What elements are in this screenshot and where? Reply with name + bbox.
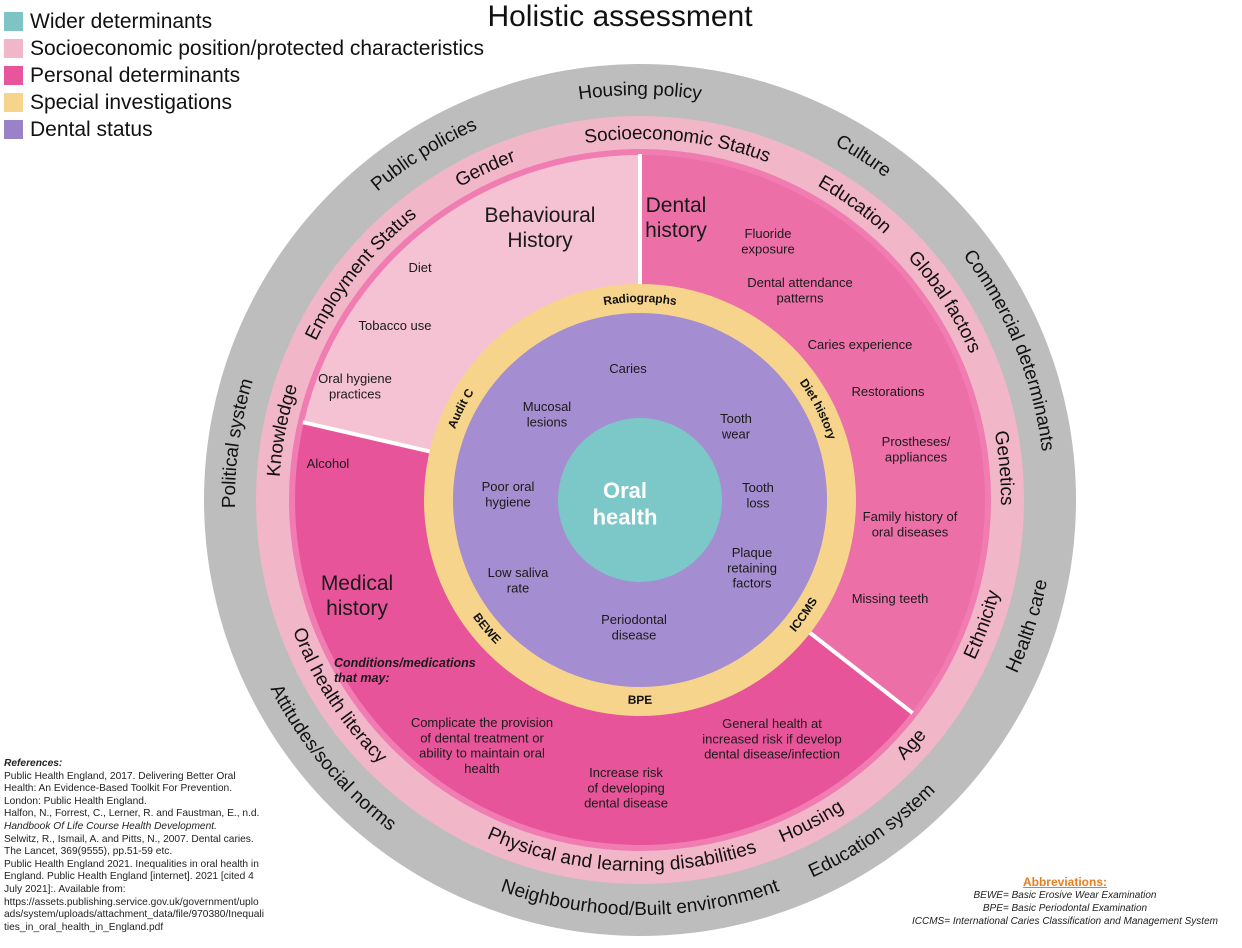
abbreviations-title: Abbreviations: <box>1022 875 1107 889</box>
dental-history-item: Caries experience <box>808 337 913 352</box>
reference-line: Public Health England, 2017. Delivering … <box>4 770 236 782</box>
sector-divider <box>302 420 434 455</box>
legend-swatch <box>4 39 23 58</box>
reference-line: Health: An Evidence-Based Toolkit For Pr… <box>4 783 233 795</box>
reference-line: Handbook Of Life Course Health Developme… <box>4 820 217 832</box>
abbreviation-line: BPE= Basic Periodontal Examination <box>982 903 1148 914</box>
legend-label: Special investigations <box>30 90 232 114</box>
references-title: References: <box>4 758 63 769</box>
legend-swatch <box>4 93 23 112</box>
legend-item-dental-status: Dental status <box>4 116 484 143</box>
page-title: Holistic assessment <box>487 0 753 33</box>
special-investigation-label: Radiographs <box>602 291 678 308</box>
dental-status-item: Caries <box>609 361 647 376</box>
legend-swatch <box>4 12 23 31</box>
legend-item-personal: Personal determinants <box>4 62 484 89</box>
behavioural-item: Tobacco use <box>359 318 432 333</box>
references: References: Public Health England, 2017.… <box>4 758 286 934</box>
reference-line: Public Health England 2021. Inequalities… <box>4 858 259 870</box>
legend-label: Personal determinants <box>30 63 241 87</box>
behavioural-item: Diet <box>408 260 432 275</box>
legend-swatch <box>4 120 23 139</box>
legend-item-special: Special investigations <box>4 89 484 116</box>
reference-line: Selwitz, R., Ismail, A. and Pitts, N., 2… <box>4 833 254 845</box>
legend-label: Socioeconomic position/protected charact… <box>30 36 485 60</box>
legend-swatch <box>4 66 23 85</box>
legend-item-socioeconomic: Socioeconomic position/protected charact… <box>4 35 484 62</box>
abbreviation-line: ICCMS= International Caries Classificati… <box>912 916 1218 927</box>
oral-health-center <box>558 418 722 582</box>
abbreviation-line: BEWE= Basic Erosive Wear Examination <box>973 890 1157 901</box>
dental-history-item: Missing teeth <box>852 591 929 606</box>
reference-line: London: Public Health England. <box>4 795 147 807</box>
reference-line: Halfon, N., Forrest, C., Lerner, R. and … <box>4 808 260 820</box>
reference-line: England. Public Health England [internet… <box>4 871 254 883</box>
dental-history-item: Restorations <box>852 384 925 399</box>
reference-line: https://assets.publishing.service.gov.uk… <box>4 896 259 908</box>
reference-line: The Lancet, 369(9555), pp.51-59 etc. <box>4 846 173 858</box>
behavioural-item: Alcohol <box>307 456 350 471</box>
reference-line: July 2021]:. Available from: <box>4 883 126 895</box>
reference-line: ties_in_oral_health_in_England.pdf <box>4 921 164 933</box>
legend-item-wider: Wider determinants <box>4 8 484 35</box>
legend: Wider determinants Socioeconomic positio… <box>4 8 484 143</box>
dental-history-item: Prostheses/appliances <box>882 434 951 464</box>
legend-label: Wider determinants <box>30 9 213 33</box>
reference-line: ads/system/uploads/attachment_data/file/… <box>4 909 264 921</box>
sector-divider <box>805 628 914 715</box>
legend-label: Dental status <box>30 117 153 141</box>
special-investigation-label: BPE <box>627 693 652 707</box>
abbreviations: Abbreviations: BEWE= Basic Erosive Wear … <box>890 876 1240 928</box>
